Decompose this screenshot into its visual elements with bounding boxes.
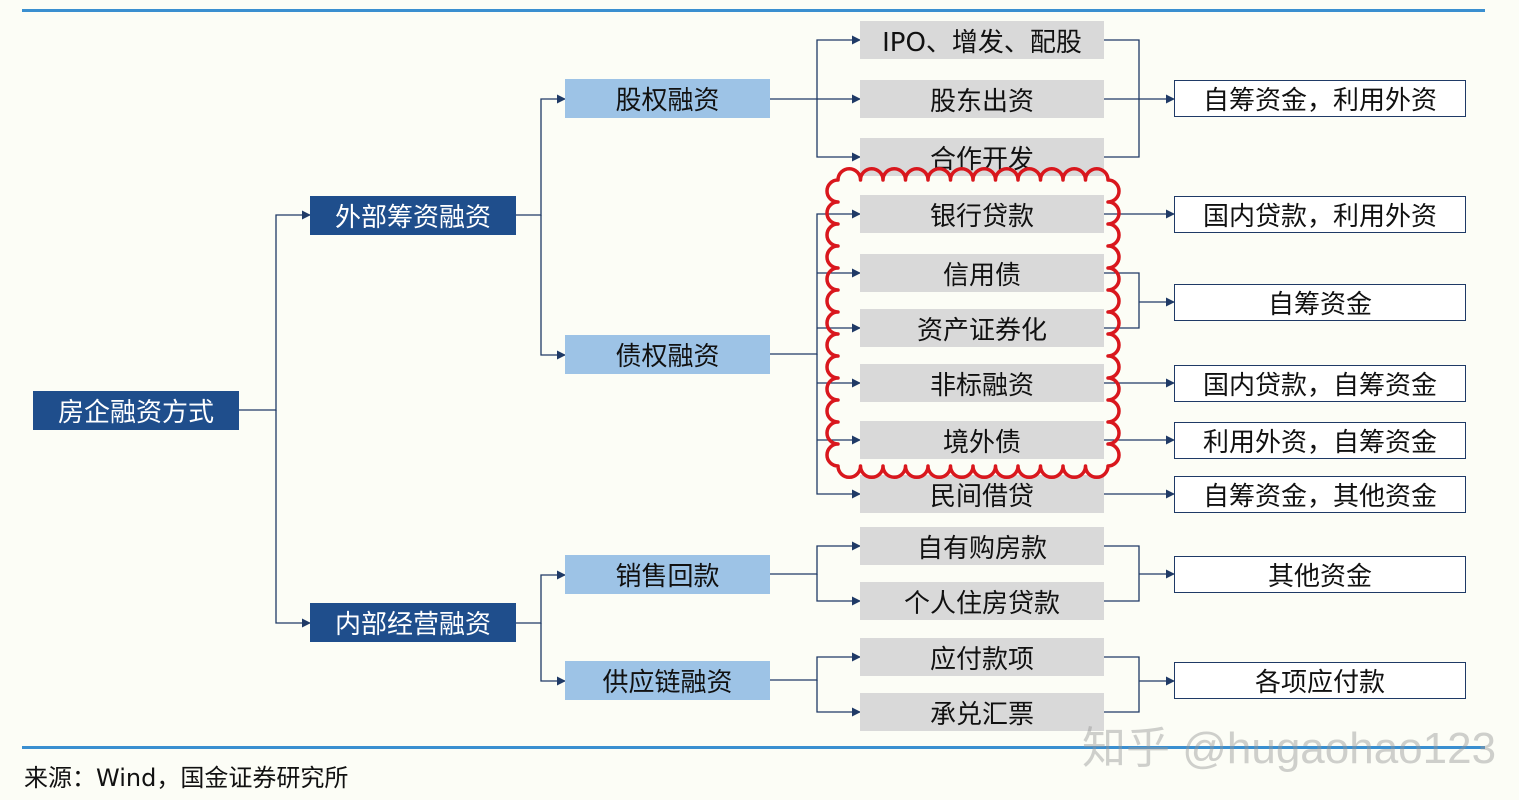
method-abs: 资产证券化 <box>860 309 1104 347</box>
source-s8: 各项应付款 <box>1174 662 1466 699</box>
method-mortgage: 个人住房贷款 <box>860 582 1104 620</box>
source-s4: 国内贷款，自筹资金 <box>1174 365 1466 402</box>
method-ipo: IPO、增发、配股 <box>860 21 1104 59</box>
method-bank-loan: 银行贷款 <box>860 195 1104 233</box>
watermark: 知乎 @hugaohao123 <box>1082 724 1497 773</box>
source-s2: 国内贷款，利用外资 <box>1174 196 1466 233</box>
method-acceptance: 承兑汇票 <box>860 693 1104 731</box>
method-nonstandard: 非标融资 <box>860 364 1104 402</box>
source-s1: 自筹资金，利用外资 <box>1174 80 1466 117</box>
method-credit-bond: 信用债 <box>860 254 1104 292</box>
equity-financing-node: 股权融资 <box>565 79 770 118</box>
method-shareholder: 股东出资 <box>860 80 1104 118</box>
top-rule <box>22 9 1485 12</box>
external-financing-node: 外部筹资融资 <box>310 196 516 235</box>
source-s5: 利用外资，自筹资金 <box>1174 422 1466 459</box>
source-s3: 自筹资金 <box>1174 284 1466 321</box>
method-payables: 应付款项 <box>860 638 1104 676</box>
source-note: 来源：Wind，国金证券研究所 <box>24 764 349 792</box>
internal-financing-node: 内部经营融资 <box>310 603 516 642</box>
method-offshore-bond: 境外债 <box>860 421 1104 459</box>
method-private-lending: 民间借贷 <box>860 475 1104 513</box>
root-node: 房企融资方式 <box>33 391 239 430</box>
sales-collection-node: 销售回款 <box>565 555 770 594</box>
bottom-rule <box>22 746 1485 749</box>
source-s6: 自筹资金，其他资金 <box>1174 476 1466 513</box>
source-s7: 其他资金 <box>1174 556 1466 593</box>
method-own-purchase: 自有购房款 <box>860 527 1104 565</box>
supply-chain-node: 供应链融资 <box>565 661 770 700</box>
debt-financing-node: 债权融资 <box>565 335 770 374</box>
